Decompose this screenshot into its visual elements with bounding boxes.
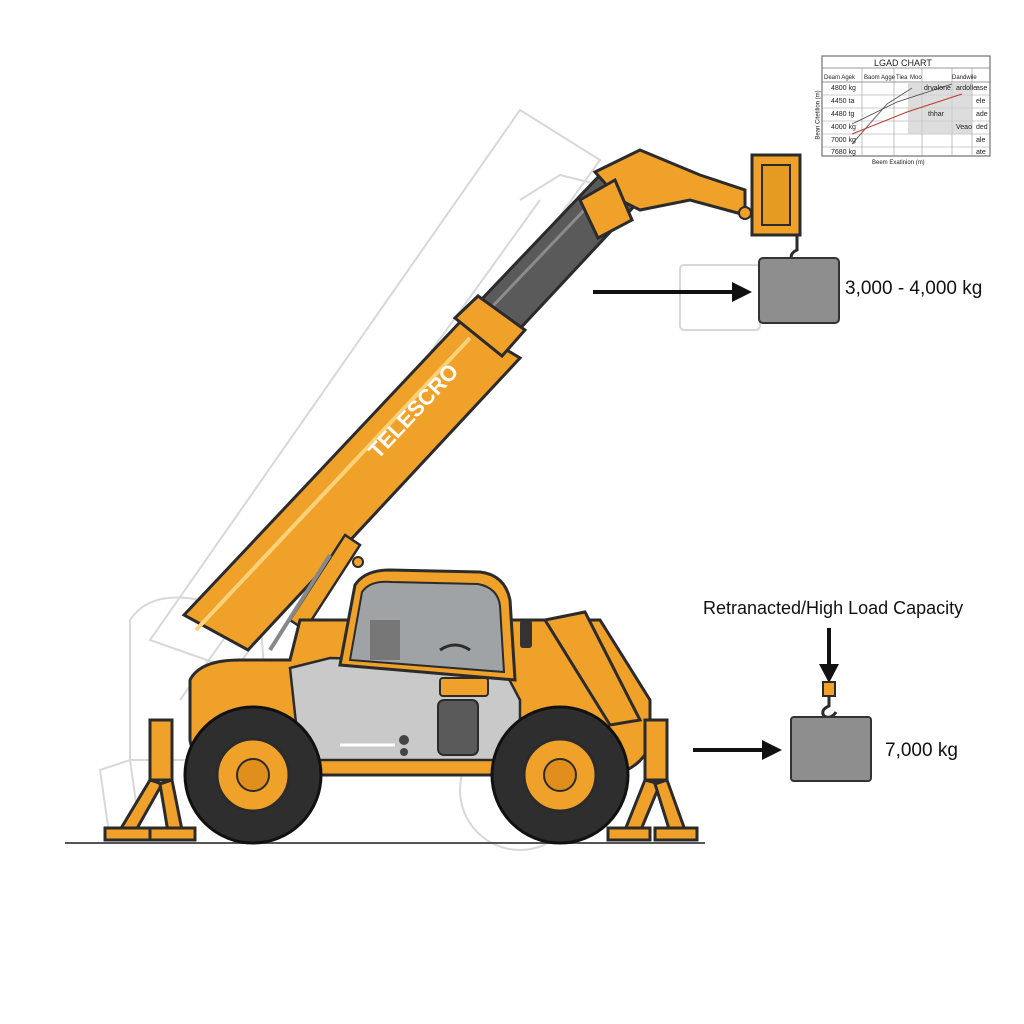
load-chart-cell: ale [976,137,986,144]
load-chart-header: Dandwile [952,75,977,81]
retracted-capacity-callout: Retranacted/High Load Capacity [703,598,964,618]
load-chart-cell: ardolle [956,85,978,92]
load-chart-cell: ded [976,124,988,131]
load-chart-cell: Veao [956,124,972,131]
retracted-load-arrow [693,740,782,760]
load-chart-cell: ade [976,111,988,118]
load-chart-header: Tiea [896,75,908,81]
load-chart-y-axis-label: Bean Citetilion (m) [815,90,822,140]
load-chart-inset: LGAD CHART Deam Agek Baom Agge Tiea Moo … [812,54,1002,172]
load-chart-row-label: 4000 kg [831,124,856,131]
load-chart-x-axis-label: Beem Exatinion (m) [872,160,925,166]
load-chart-header: Deam Agek [824,75,856,81]
load-chart-row-label: 4800 kg [831,85,856,92]
rear-wheel [183,705,323,845]
retracted-load-block [790,716,872,782]
load-chart-header: Moo [910,75,922,81]
load-chart-header: Baom Agge [864,75,896,81]
load-chart-cell: ele [976,98,986,105]
extended-load-block [758,257,840,324]
boom [181,148,802,652]
load-chart-cell: drvalone [924,85,951,92]
lower-hook-icon [821,681,838,719]
extended-load-weight-label: 3,000 - 4,000 kg [845,278,983,299]
front-wheel [490,705,630,845]
load-chart-cell: ate [976,149,986,156]
load-chart-cell: ase [976,85,988,92]
outriggers [103,610,699,842]
load-chart-row-label: 7680 kg [831,149,856,156]
load-chart-row-label: 4480 tg [831,111,855,118]
operator-cab [338,556,532,682]
callout-down-arrow [819,628,839,683]
extended-load-arrow [593,282,752,302]
load-chart-title: LGAD CHART [874,58,932,68]
retracted-load-weight-label: 7,000 kg [885,740,958,761]
load-chart-row-label: 7000 kg [831,137,856,144]
load-chart-row-label: 4450 ta [831,98,855,105]
load-chart-grid [821,55,991,157]
load-chart-cell: thhar [928,111,944,118]
